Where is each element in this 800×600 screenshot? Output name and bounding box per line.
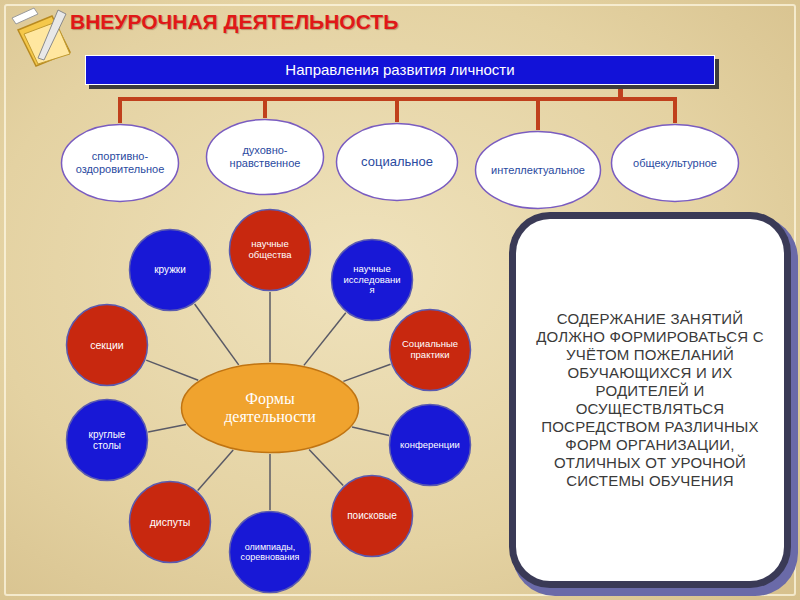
direction-oval: интеллектуальное	[474, 130, 602, 210]
connector	[195, 304, 239, 365]
connector	[269, 454, 271, 510]
node-text: олимпиады, соревнования	[239, 542, 301, 563]
direction-band: Направления развития личности	[85, 55, 715, 85]
node-text: спортивно-оздоровительное	[76, 150, 165, 175]
node-text: конференции	[400, 440, 460, 451]
connector	[352, 427, 389, 436]
direction-oval: духовно-нравственное	[205, 118, 325, 196]
connector	[309, 449, 343, 485]
form-circle: Социальные практики	[388, 308, 472, 392]
form-circle: конференции	[388, 403, 472, 487]
connector	[621, 85, 676, 123]
node-text: интеллектуальное	[491, 164, 585, 177]
node-text: кружки	[154, 264, 186, 276]
connector	[343, 364, 390, 381]
form-circle: диспуты	[128, 480, 212, 564]
direction-oval: спортивно-оздоровительное	[60, 123, 180, 203]
connector	[120, 85, 621, 123]
node-text: круглые столы	[76, 429, 138, 452]
node-text: диспуты	[150, 516, 191, 528]
node-text: поисковые	[347, 510, 397, 522]
connector	[148, 425, 186, 432]
connector	[397, 85, 621, 122]
node-text: общекультурное	[633, 157, 717, 170]
form-circle: круглые столы	[65, 398, 149, 482]
node-text: Социальные практики	[399, 339, 461, 361]
slide-title: ВНЕУРОЧНАЯ ДЕЯТЕЛЬНОСТЬ	[70, 10, 398, 34]
direction-oval: общекультурное	[610, 123, 740, 203]
form-circle: секции	[65, 303, 149, 387]
node-text: научные общества	[239, 239, 301, 261]
connector	[304, 313, 346, 366]
form-circle: научные общества	[228, 208, 312, 292]
node-text: Направления развития личности	[285, 61, 514, 78]
node-text: социальное	[361, 155, 433, 170]
form-circle: поисковые	[330, 474, 414, 558]
node-text: научные исследования	[341, 264, 403, 297]
center-ellipse: Формы деятельности	[180, 362, 360, 454]
node-text: Формы деятельности	[203, 390, 336, 427]
connector	[146, 360, 198, 380]
node-text: духовно-нравственное	[221, 144, 310, 169]
direction-oval: социальное	[335, 122, 459, 202]
note-panel: СОДЕРЖАНИЕ ЗАНЯТИЙ ДОЛЖНО ФОРМИРОВАТЬСЯ …	[516, 219, 784, 581]
node-text: СОДЕРЖАНИЕ ЗАНЯТИЙ ДОЛЖНО ФОРМИРОВАТЬСЯ …	[534, 310, 766, 490]
connector	[198, 450, 234, 490]
form-circle: научные исследования	[330, 238, 414, 322]
connector	[538, 85, 621, 130]
form-circle: кружки	[128, 228, 212, 312]
folder-icon	[12, 8, 70, 66]
connector	[265, 85, 621, 118]
node-text: секции	[90, 339, 123, 351]
form-circle: олимпиады, соревнования	[228, 510, 312, 594]
connector	[269, 292, 271, 362]
